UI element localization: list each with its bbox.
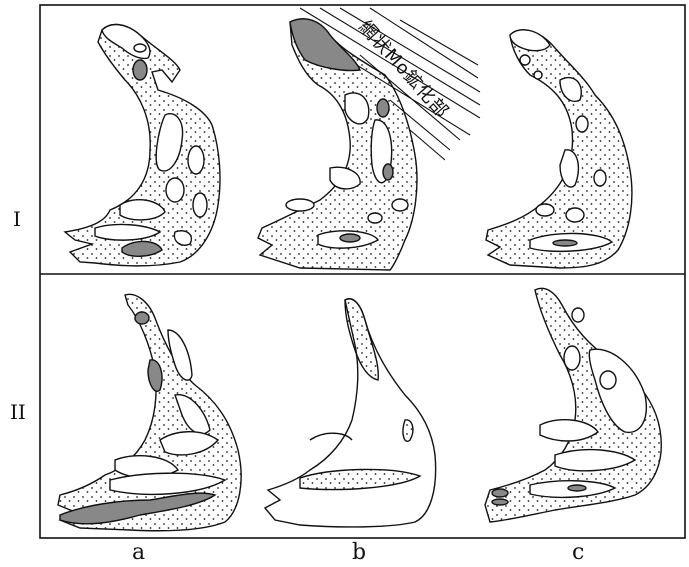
panel-I-a [65, 25, 220, 266]
panel-II-b [265, 299, 436, 527]
row-label-I: I [13, 207, 21, 231]
row-label-II: II [10, 400, 26, 424]
grey-inclusion [135, 312, 149, 324]
column-label-c: c [572, 540, 584, 565]
panel-II-a [58, 294, 241, 530]
grey-inclusion [133, 60, 147, 80]
column-label-b: b [352, 540, 366, 565]
panel-II-c [485, 288, 661, 522]
column-label-a: a [132, 540, 145, 565]
body-outline [486, 30, 632, 268]
panel-I-c [486, 30, 632, 268]
